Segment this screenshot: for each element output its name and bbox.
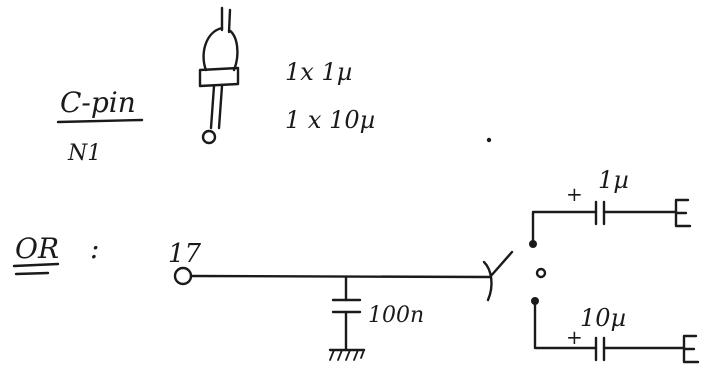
cap-1u-label: 1µ	[598, 166, 629, 194]
count-1u-label: 1x 1µ	[285, 58, 352, 86]
or-underline-1	[12, 262, 60, 268]
cpin-ring	[201, 129, 217, 145]
switch-arc	[482, 260, 493, 302]
or-label: OR	[15, 232, 59, 265]
earth-e-bottom-glyph	[682, 334, 700, 364]
earth-top-label: E	[691, 229, 693, 231]
cap-100n-label: 100n	[368, 303, 424, 328]
cpin-label: C-pin	[60, 86, 136, 119]
ground-icon	[328, 348, 366, 361]
cpin-body	[202, 26, 239, 72]
selector-switch	[482, 240, 547, 305]
n1-label: N1	[67, 141, 101, 166]
earth-bottom-label: E	[699, 365, 701, 367]
switch-blade	[488, 250, 514, 279]
pin-number-label: 17	[168, 239, 202, 269]
branch-10u-wire	[533, 303, 598, 350]
or-underline-2	[14, 271, 50, 276]
switch-contact-middle	[535, 267, 547, 279]
branch-1u-wire	[531, 210, 598, 242]
plus-bottom-label: +	[566, 325, 583, 349]
or-colon: :	[90, 232, 99, 265]
count-10u-label: 1 x 10µ	[285, 106, 375, 134]
branch-10u	[533, 303, 700, 364]
cap-10u-label: 10µ	[580, 304, 626, 332]
cpin-lead-2	[227, 8, 232, 34]
switch-contact-top	[529, 240, 537, 248]
switch-contact-bottom	[531, 297, 539, 305]
plus-top-label: +	[566, 182, 583, 206]
earth-e-top-glyph	[674, 198, 692, 228]
capacitor-100n	[331, 275, 362, 352]
stray-dot	[486, 137, 492, 143]
cpin-underline	[56, 118, 144, 124]
cpin-collar	[198, 66, 240, 88]
branch-1u	[531, 198, 692, 242]
cpin-sketch	[198, 6, 240, 145]
cpin-shaft	[209, 84, 224, 130]
pin-17-terminal	[173, 266, 193, 286]
main-wire	[189, 274, 492, 279]
